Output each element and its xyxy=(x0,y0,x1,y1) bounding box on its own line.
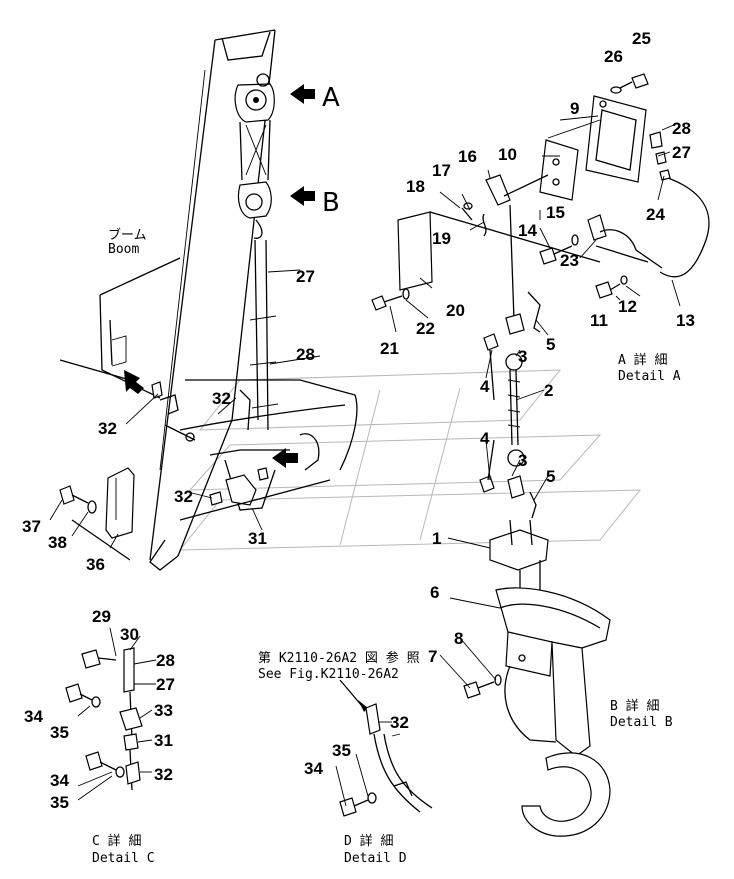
detail-a-label-jp: A 詳 細 xyxy=(618,352,667,368)
detail-d-label-jp: D 詳 細 xyxy=(344,833,393,849)
part-callouts: 25 26 9 28 27 10 16 17 18 15 24 19 14 23… xyxy=(22,29,695,812)
part-number: 2 xyxy=(544,381,553,400)
part-number: 21 xyxy=(380,339,399,358)
part-number: 32 xyxy=(154,765,173,784)
part-number: 6 xyxy=(430,583,439,602)
reference-label-en: See Fig.K2110-26A2 xyxy=(258,667,399,682)
boom-label-jp: ブーム xyxy=(108,227,147,243)
part-number: 32 xyxy=(212,389,231,408)
part-number: 31 xyxy=(248,529,267,548)
part-number: 25 xyxy=(632,29,651,48)
part-number: 3 xyxy=(518,347,527,366)
part-number: 19 xyxy=(432,229,451,248)
part-number: 31 xyxy=(154,731,173,750)
boom-assembly xyxy=(59,29,358,571)
part-number: 18 xyxy=(406,177,425,196)
detail-d-assembly xyxy=(339,679,433,817)
part-number: 30 xyxy=(120,625,139,644)
part-number: 34 xyxy=(50,771,69,790)
detail-b-label-jp: B 詳 細 xyxy=(610,698,659,714)
detail-c-label-en: Detail C xyxy=(92,851,155,866)
part-number: 23 xyxy=(560,251,579,270)
detail-b-label-en: Detail B xyxy=(610,715,673,730)
reference-label-jp: 第 K2110-26A2 図 参 照 xyxy=(258,650,420,666)
watermark xyxy=(178,369,642,551)
detail-b-assembly xyxy=(463,587,611,837)
part-number: 34 xyxy=(304,759,323,778)
part-number: 28 xyxy=(672,119,691,138)
cable-assembly xyxy=(479,333,549,610)
part-number: 20 xyxy=(446,301,465,320)
part-number: 10 xyxy=(498,145,517,164)
part-number: 32 xyxy=(390,713,409,732)
part-number: 27 xyxy=(156,675,175,694)
part-number: 37 xyxy=(22,517,41,536)
part-number: 35 xyxy=(332,741,351,760)
part-number: 7 xyxy=(428,647,437,666)
part-number: 5 xyxy=(546,467,555,486)
boom-label-en: Boom xyxy=(108,242,139,257)
detail-c-label-jp: C 詳 細 xyxy=(92,833,141,849)
part-number: 4 xyxy=(480,377,490,396)
part-number: 9 xyxy=(570,99,579,118)
part-number: 5 xyxy=(546,335,555,354)
part-number: 27 xyxy=(672,143,691,162)
part-number: 22 xyxy=(416,319,435,338)
part-number: 35 xyxy=(50,793,69,812)
part-number: 8 xyxy=(454,629,463,648)
part-number: 33 xyxy=(154,701,173,720)
part-number: 4 xyxy=(480,429,490,448)
part-number: 28 xyxy=(156,651,175,670)
part-number: 32 xyxy=(174,487,193,506)
part-number: 13 xyxy=(676,311,695,330)
detail-a-assembly xyxy=(371,73,710,335)
part-number: 15 xyxy=(546,203,565,222)
leader-lines xyxy=(49,115,681,807)
part-number: 16 xyxy=(458,147,477,166)
view-marker-b: B xyxy=(322,188,340,218)
part-number: 38 xyxy=(48,533,67,552)
part-number: 11 xyxy=(590,311,608,330)
part-number: 29 xyxy=(92,607,111,626)
part-number: 17 xyxy=(432,161,451,180)
part-number: 1 xyxy=(432,529,441,548)
detail-c-assembly xyxy=(65,647,143,791)
view-marker-a: A xyxy=(322,83,340,113)
detail-d-label-en: Detail D xyxy=(344,851,407,866)
part-number: 3 xyxy=(518,451,527,470)
part-number: 34 xyxy=(24,707,43,726)
detail-a-label-en: Detail A xyxy=(618,369,681,384)
part-number: 32 xyxy=(98,419,117,438)
part-number: 27 xyxy=(296,267,315,286)
part-number: 35 xyxy=(50,723,69,742)
part-number: 24 xyxy=(646,205,665,224)
part-number: 26 xyxy=(604,47,623,66)
part-number: 36 xyxy=(86,555,105,574)
part-number: 12 xyxy=(618,297,637,316)
part-number: 14 xyxy=(518,221,537,240)
part-number: 28 xyxy=(296,345,315,364)
